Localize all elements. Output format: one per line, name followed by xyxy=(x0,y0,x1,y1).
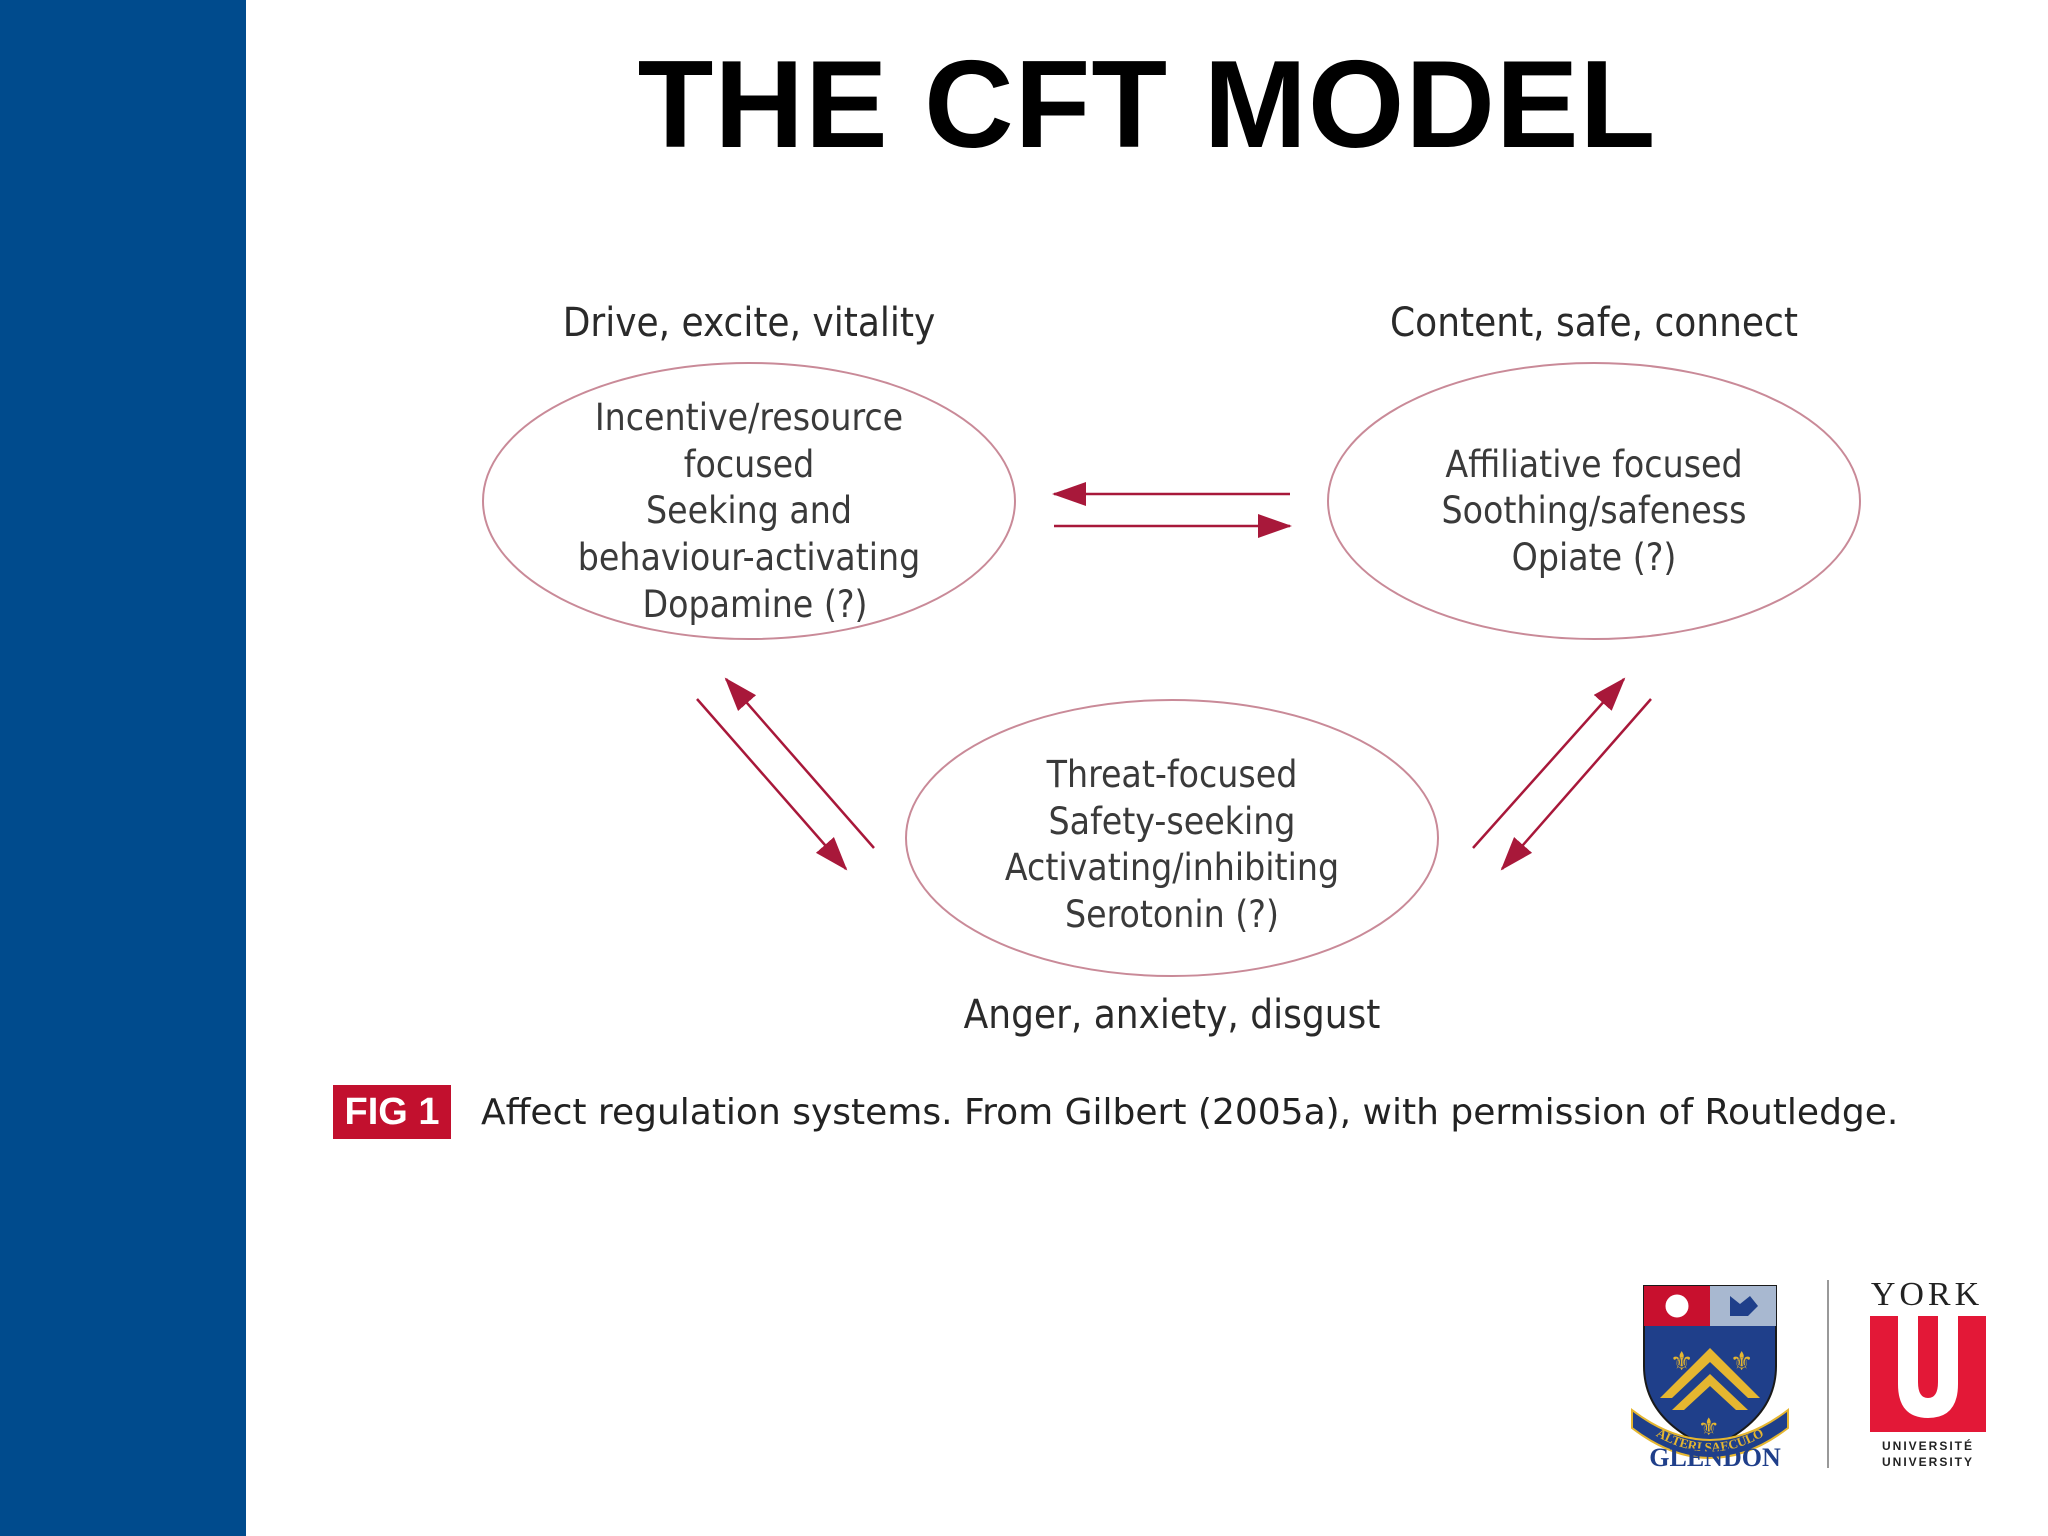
soothing-line: Opiate (?) xyxy=(1512,536,1677,579)
york-university: UNIVERSITY xyxy=(1882,1455,1974,1469)
institution-logos: ⚜ ⚜ ⚜ ALTERI SAECULO GLENDON YORK UNIVER… xyxy=(1631,1276,1986,1472)
soothing-system-ellipse xyxy=(1327,362,1861,640)
figure-caption: FIG 1 Affect regulation systems. From Gi… xyxy=(333,1085,1898,1139)
glendon-name: GLENDON xyxy=(1649,1443,1781,1472)
threat-system-ellipse xyxy=(905,699,1439,977)
drive-heading: Drive, excite, vitality xyxy=(563,300,936,346)
caption-text: Affect regulation systems. From Gilbert … xyxy=(481,1091,1899,1133)
drive-system-ellipse xyxy=(482,362,1016,640)
york-universite: UNIVERSITÉ xyxy=(1882,1438,1974,1453)
york-u-logo xyxy=(1870,1316,1986,1432)
threat-heading: Anger, anxiety, disgust xyxy=(964,992,1381,1038)
arrow-drive-to-threat xyxy=(696,698,848,871)
drive-line: Seeking and xyxy=(646,489,852,532)
drive-line: behaviour-activating xyxy=(578,536,920,579)
threat-line: Serotonin (?) xyxy=(1065,893,1279,936)
slide-title: THE CFT MODEL xyxy=(637,36,1657,174)
arrow-threat-to-soothing xyxy=(1472,677,1626,849)
threat-line: Threat-focused xyxy=(1046,753,1298,796)
svg-text:⚜: ⚜ xyxy=(1698,1413,1720,1441)
soothing-line: Affiliative focused xyxy=(1445,443,1742,486)
arrow-threat-to-drive xyxy=(724,677,875,849)
blue-sidebar xyxy=(0,0,246,1536)
drive-line: Incentive/resource xyxy=(595,396,903,439)
threat-line: Activating/inhibiting xyxy=(1005,846,1339,889)
soothing-line: Soothing/safeness xyxy=(1442,489,1747,532)
drive-line: focused xyxy=(684,443,814,486)
arrow-soothing-to-threat xyxy=(1500,698,1652,871)
drive-line: Dopamine (?) xyxy=(642,583,867,626)
svg-text:⚜: ⚜ xyxy=(1670,1347,1693,1377)
threat-line: Safety-seeking xyxy=(1049,800,1296,843)
glendon-crest-logo: ⚜ ⚜ ⚜ ALTERI SAECULO xyxy=(1631,1285,1789,1459)
svg-text:⚜: ⚜ xyxy=(1730,1347,1753,1377)
soothing-heading: Content, safe, connect xyxy=(1390,300,1798,346)
york-name: YORK xyxy=(1871,1276,1983,1313)
fig-badge: FIG 1 xyxy=(333,1085,451,1139)
